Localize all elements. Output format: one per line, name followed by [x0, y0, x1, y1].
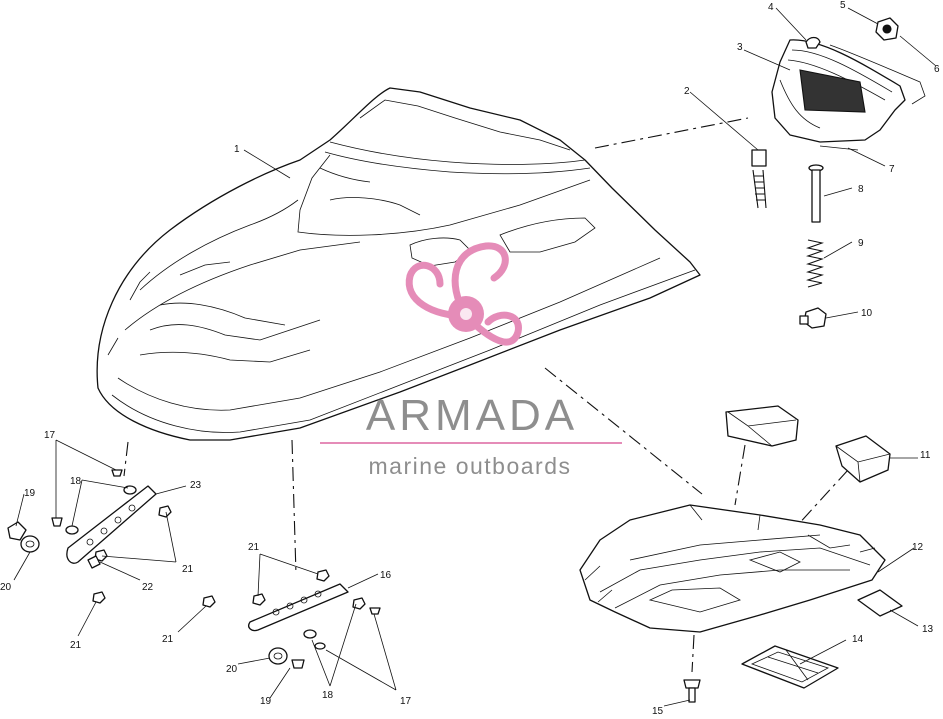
- callout-12: 12: [912, 542, 924, 553]
- pad-part-left: [725, 405, 799, 447]
- callout-22: 22: [142, 582, 154, 593]
- callout-4: 4: [768, 2, 774, 13]
- callout-7: 7: [889, 164, 895, 175]
- spring-part: [805, 239, 825, 288]
- callout-9: 9: [858, 238, 864, 249]
- callout-19b: 19: [260, 696, 272, 707]
- callout-1: 1: [234, 144, 240, 155]
- callout-3: 3: [737, 42, 743, 53]
- left-bracket-part: [66, 485, 157, 564]
- callout-21c: 21: [248, 542, 260, 553]
- callout-2: 2: [684, 86, 690, 97]
- callout-21a: 21: [182, 564, 194, 575]
- watermark: ARMADA marine outboards: [320, 242, 622, 479]
- callout-21b: 21: [70, 640, 82, 651]
- washer-parts-right: [303, 629, 326, 650]
- strap-part: [751, 149, 767, 209]
- callout-leaders: [13, 7, 937, 707]
- right-bracket-part: [248, 583, 349, 632]
- callout-15: 15: [652, 706, 664, 717]
- post-part: [808, 164, 824, 223]
- callout-10: 10: [861, 308, 873, 319]
- grommet-part: [875, 17, 899, 41]
- callout-17a: 17: [44, 430, 56, 441]
- knob-part: [799, 307, 827, 329]
- assembly-leaders: [123, 117, 849, 673]
- watermark-brand: ARMADA: [366, 391, 578, 440]
- callout-20b: 20: [226, 664, 238, 675]
- stud-parts-right: [291, 607, 381, 669]
- callout-11: 11: [920, 450, 931, 461]
- callout-21d: 21: [162, 634, 174, 645]
- callout-23: 23: [190, 480, 202, 491]
- callout-14: 14: [852, 634, 864, 645]
- callout-5: 5: [840, 0, 846, 11]
- screw-part: [805, 36, 821, 49]
- clip-part-left: [87, 555, 101, 569]
- label-part: [857, 589, 903, 617]
- screen-part: [741, 645, 839, 689]
- nut-parts-right: [202, 569, 366, 610]
- propeller-logo: [405, 242, 522, 346]
- bolt-part: [683, 679, 701, 703]
- pad-part-right: [835, 435, 891, 483]
- bottom-pan-part: [579, 504, 886, 633]
- washer-parts-left: [65, 485, 137, 535]
- windshield-part: [771, 39, 926, 151]
- knob-part-left: [7, 521, 27, 541]
- nut-parts-left: [92, 505, 172, 604]
- watermark-rule: [320, 442, 622, 444]
- stud-parts-left: [51, 469, 123, 527]
- bumper-part-left: [20, 535, 40, 553]
- callout-19a: 19: [24, 488, 36, 499]
- watermark-tagline: marine outboards: [369, 453, 572, 479]
- callout-18a: 18: [70, 476, 82, 487]
- callout-20a: 20: [0, 582, 12, 593]
- bumper-part-right: [268, 647, 288, 665]
- callout-16: 16: [380, 570, 392, 581]
- callout-8: 8: [858, 184, 864, 195]
- callout-13: 13: [922, 624, 934, 635]
- callout-18b: 18: [322, 690, 334, 701]
- callout-17b: 17: [400, 696, 412, 707]
- callout-6: 6: [934, 64, 940, 75]
- hood-part: [96, 87, 701, 441]
